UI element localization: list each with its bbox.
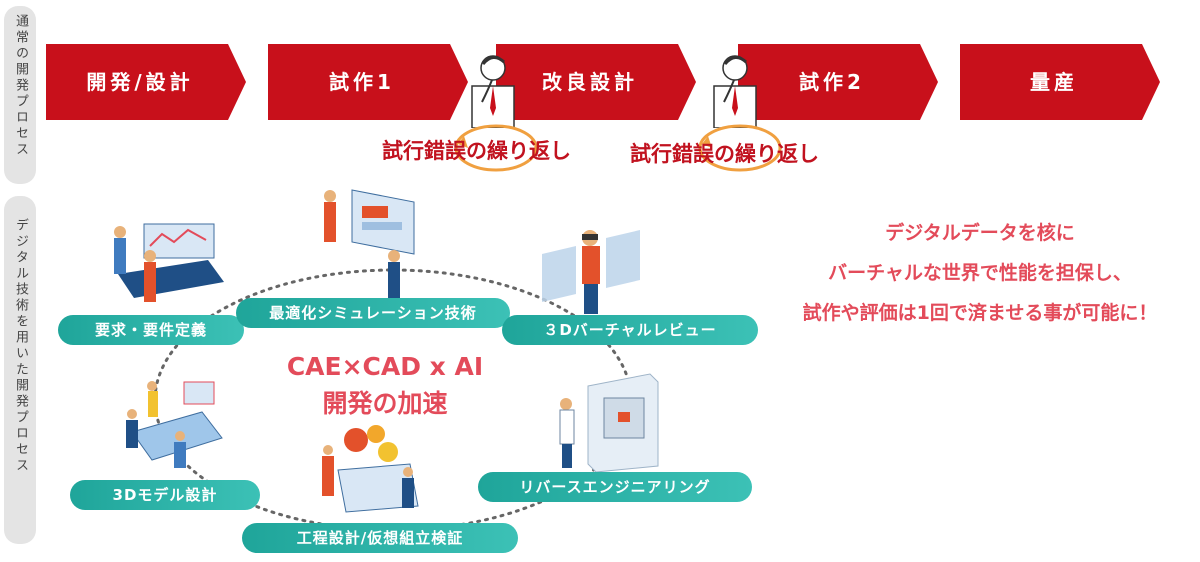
process-step-1: 開発/設計 (46, 44, 246, 120)
process-step-label: 改良設計 (542, 70, 638, 94)
side-label-normal-text: 通常の開発プロセス (13, 14, 28, 158)
process-step-2: 試作1 (268, 44, 468, 120)
requirements-illustration (98, 212, 228, 318)
cycle-item-simulation: 最適化シミュレーション技術 (236, 298, 510, 328)
trial-error-label: 試行錯誤の繰り返し (382, 139, 571, 163)
side-label-normal: 通常の開発プロセス (4, 6, 36, 184)
cycle-item-process-design: 工程設計/仮想組立検証 (242, 523, 518, 553)
process-step-label: 試作2 (799, 70, 865, 94)
trial-error-label: 試行錯誤の繰り返し (630, 142, 819, 166)
reverse-engineering-illustration (554, 368, 664, 474)
thinking-man-icon (466, 50, 520, 129)
cycle-item-3d-model: 3Dモデル設計 (70, 480, 260, 510)
thinking-man-icon (708, 50, 762, 129)
process-step-3: 改良設計 (496, 44, 696, 120)
cycle-item-reverse-engineering: リバースエンジニアリング (478, 472, 752, 502)
cycle-item-vr-review: ３Dバーチャルレビュー (502, 315, 758, 345)
message-line-3: 試作や評価は1回で済ませる事が可能に！ (802, 302, 1158, 324)
process-step-label: 量産 (1030, 70, 1078, 94)
loop-arrow-icon (446, 118, 546, 176)
loop-arrow-icon (690, 118, 790, 176)
center-subtitle: 開発の加速 (322, 389, 448, 418)
side-label-digital-text: デジタル技術を用いた開発プロセス (13, 218, 28, 474)
process-step-4: 試作2 (738, 44, 938, 120)
message-line-1: デジタルデータを核に (885, 222, 1075, 244)
center-title: CAE×CAD x AI (286, 352, 484, 381)
message-line-2: バーチャルな世界で性能を担保し、 (828, 262, 1132, 284)
process-step-5: 量産 (960, 44, 1160, 120)
process-step-label: 試作1 (329, 70, 395, 94)
cycle-item-requirements: 要求・要件定義 (58, 315, 244, 345)
3d-model-illustration (118, 376, 228, 472)
vr-review-illustration (536, 224, 646, 318)
process-step-label: 開発/設計 (86, 70, 194, 94)
simulation-illustration (318, 182, 418, 302)
virtual-assembly-illustration (318, 420, 422, 524)
side-label-digital: デジタル技術を用いた開発プロセス (4, 196, 36, 544)
